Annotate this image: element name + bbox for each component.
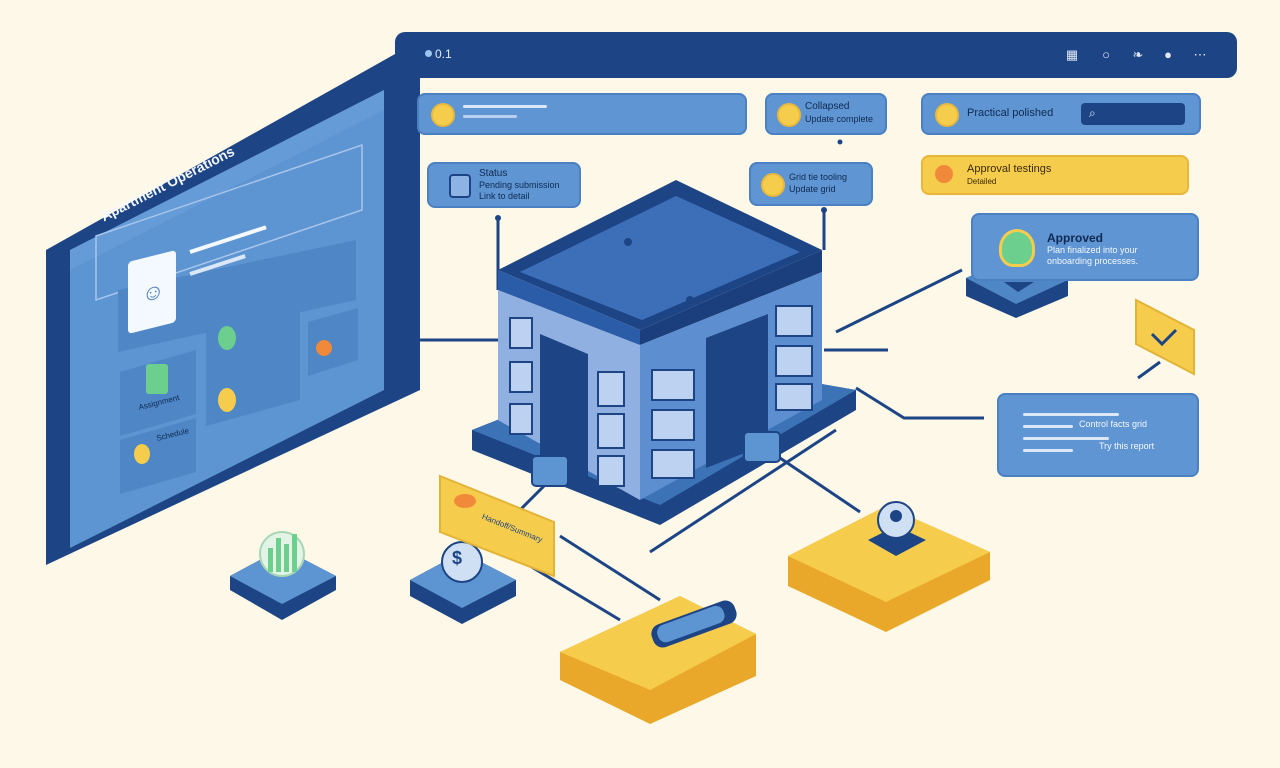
circle-icon[interactable]: ● <box>1164 47 1172 62</box>
connector-lines <box>398 212 1161 622</box>
warning-icon <box>935 165 953 183</box>
report-line <box>1023 425 1073 428</box>
leaf-icon[interactable]: ❧ <box>1132 47 1144 62</box>
grid-card[interactable]: Grid tie tooling Update grid <box>749 162 873 206</box>
document-icon <box>449 174 471 198</box>
approval-sub: Detailed <box>967 177 997 186</box>
grid-title: Grid tie tooling <box>789 172 848 182</box>
approved-title: Approved <box>1047 231 1104 245</box>
green-status-icon <box>218 326 236 350</box>
top-bar: 0.1 ▦ ○ ❧ ● ⋯ <box>395 32 1237 78</box>
menu-icon[interactable]: ⋯ <box>1193 47 1207 62</box>
report-line <box>1023 413 1119 416</box>
status-line-2: Link to detail <box>479 191 530 201</box>
grid-icon[interactable]: ▦ <box>1065 47 1079 62</box>
user-icon: ☺ <box>142 276 165 308</box>
pin-icon <box>999 229 1035 267</box>
report-line <box>1023 449 1073 452</box>
practical-card[interactable]: Practical polished ⌕ <box>921 93 1201 135</box>
approval-card[interactable]: Approval testings Detailed <box>921 155 1189 195</box>
search-icon[interactable]: ○ <box>1102 47 1110 62</box>
building-illustration <box>472 180 856 525</box>
status-dot <box>425 50 432 57</box>
info-icon <box>935 103 959 127</box>
progress-line <box>463 115 517 118</box>
version-label: 0.1 <box>435 47 452 61</box>
progress-line <box>463 105 547 108</box>
grid-sub: Update grid <box>789 184 836 194</box>
search-input[interactable]: ⌕ <box>1081 103 1185 125</box>
approved-line-2: onboarding processes. <box>1047 256 1139 266</box>
practical-title: Practical polished <box>967 107 1054 119</box>
side-panel-shape <box>46 40 420 565</box>
status-card[interactable]: Status Pending submission Link to detail <box>427 162 581 208</box>
status-line-1: Pending submission <box>479 180 560 190</box>
report-card[interactable]: Control facts grid Try this report <box>997 393 1199 477</box>
orange-status-icon <box>316 340 332 356</box>
collapsed-title: Collapsed <box>805 101 850 112</box>
report-line-2: Try this report <box>1099 441 1155 451</box>
approval-title: Approval testings <box>967 163 1052 175</box>
yellow-status-icon <box>134 444 150 464</box>
collapsed-sub: Update complete <box>805 114 874 124</box>
avatar: ☺ <box>128 250 176 334</box>
progress-card[interactable] <box>417 93 747 135</box>
clipboard-icon <box>146 364 168 394</box>
collapsed-card[interactable]: Collapsed Update complete <box>765 93 887 135</box>
dollar-icon: $ <box>452 548 463 568</box>
info-icon <box>777 103 801 127</box>
report-line <box>1023 437 1109 440</box>
approved-card[interactable]: Approved Plan finalized into your onboar… <box>971 213 1199 281</box>
search-icon: ⌕ <box>1089 106 1096 120</box>
yellow-status-icon <box>218 388 236 412</box>
info-icon <box>761 173 785 197</box>
check-badge-icon <box>454 494 476 508</box>
check-icon <box>431 103 455 127</box>
report-line-1: Control facts grid <box>1079 419 1148 429</box>
approved-line-1: Plan finalized into your <box>1047 245 1138 255</box>
status-title: Status <box>479 168 508 179</box>
bar-chart-icon <box>259 531 305 577</box>
